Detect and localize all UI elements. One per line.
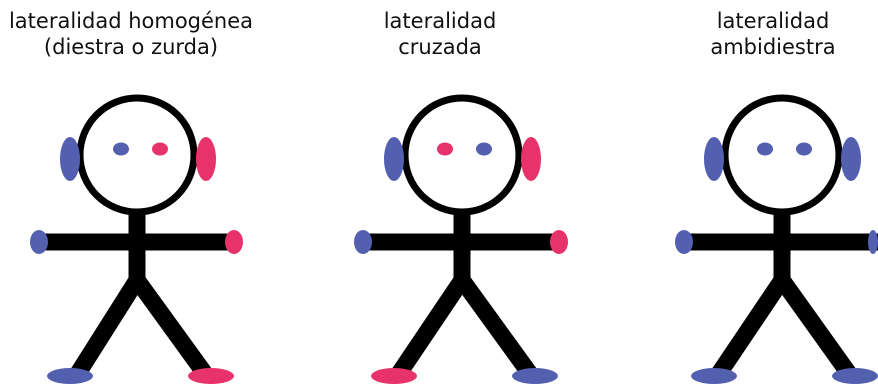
right-leg [455,275,540,383]
left-foot-blue [691,368,737,384]
left-hand-blue [30,230,48,254]
left-eye-blue [113,142,129,156]
left-leg [388,275,470,383]
head [721,94,843,216]
left-eye-pink [437,142,453,156]
right-hand-pink [225,230,243,254]
left-ear-blue [60,137,80,181]
right-hand-pink [550,230,568,254]
left-eye-blue [757,142,773,156]
right-ear-blue [841,137,861,181]
head [76,94,198,216]
right-hand-blue [868,230,878,254]
right-leg [130,275,215,383]
caption-lateralidad-homogenea: lateralidad homogénea (diestra o zurda) [0,8,262,60]
stick-figure-ambidiestra [675,94,878,384]
left-leg [708,275,790,383]
body-lines [44,212,232,383]
right-eye-pink [152,142,168,156]
left-foot-pink [371,368,417,384]
caption-line: cruzada [398,35,482,59]
stick-figure-cruzada [354,94,568,384]
caption-line: lateralidad [716,9,830,33]
right-foot-blue [832,368,878,384]
left-leg [67,275,145,383]
right-eye-blue [476,142,492,156]
left-hand-blue [354,230,372,254]
body-lines [368,212,557,383]
left-ear-blue [384,137,404,181]
left-ear-blue [704,137,724,181]
left-foot-blue [47,368,93,384]
caption-line: lateralidad [383,9,497,33]
right-ear-pink [521,137,541,181]
right-ear-pink [196,137,216,181]
right-leg [775,275,859,383]
right-eye-blue [796,142,812,156]
right-foot-pink [188,368,234,384]
caption-lateralidad-cruzada: lateralidad cruzada [335,8,545,60]
caption-lateralidad-ambidiestra: lateralidad ambidiestra [668,8,878,60]
stick-figure-homogenea [30,94,243,384]
body-lines [690,212,878,383]
caption-line: (diestra o zurda) [43,35,219,59]
left-hand-blue [675,230,693,254]
caption-line: lateralidad homogénea [8,9,254,33]
caption-line: ambidiestra [710,35,836,59]
head [401,94,523,216]
right-foot-blue [512,368,558,384]
